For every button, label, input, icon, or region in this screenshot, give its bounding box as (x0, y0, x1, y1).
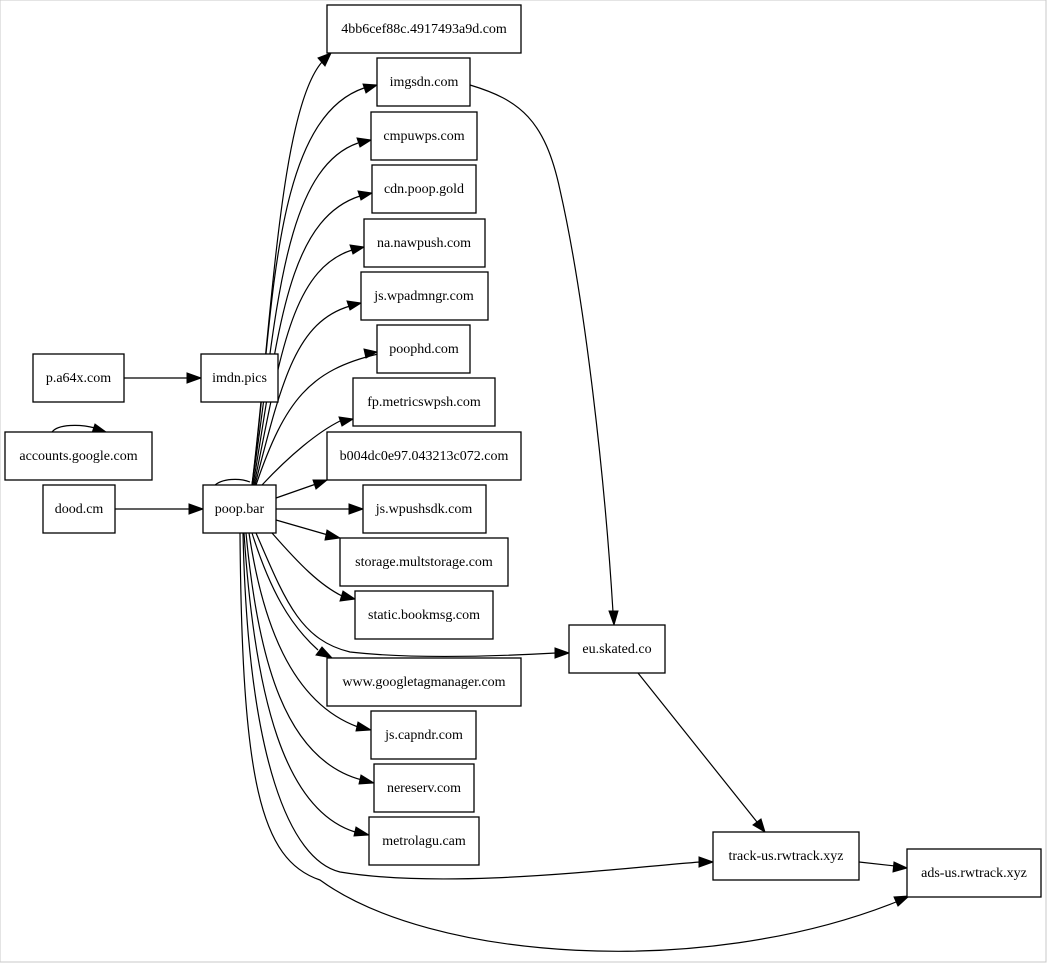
node-b004[interactable]: b004dc0e97.043213c072.com (326, 431, 522, 481)
node-label: static.bookmsg.com (368, 608, 480, 623)
arrowhead-googletagmanager (315, 646, 334, 659)
edge-poopbar-self (213, 478, 251, 487)
arrowhead-jscapndr (355, 721, 373, 732)
arrowhead-b004 (312, 479, 329, 490)
arrowhead-nereserv (358, 774, 376, 785)
node-label: www.googletagmanager.com (342, 675, 505, 690)
edge-poopbar-cmpuwps (251, 142, 359, 486)
node-cmpuwps[interactable]: cmpuwps.com (370, 111, 478, 161)
arrowhead-cmpuwps (356, 137, 373, 148)
node-staticbookmsg[interactable]: static.bookmsg.com (354, 590, 494, 640)
node-label: nereserv.com (387, 781, 461, 796)
edge-accountsgoogle-self (51, 424, 96, 433)
node-nanawpush[interactable]: na.nawpush.com (363, 218, 486, 268)
node-label: imgsdn.com (390, 75, 459, 90)
node-label: dood.cm (55, 502, 104, 517)
node-label: fp.metricswpsh.com (367, 395, 481, 410)
edge-poopbar-storagemultstorage (275, 519, 329, 536)
arrowhead-trackus (698, 856, 715, 868)
node-label: cmpuwps.com (383, 129, 464, 144)
node-fpmetricswpsh[interactable]: fp.metricswpsh.com (352, 377, 496, 427)
node-label: storage.multstorage.com (355, 555, 493, 570)
node-pa64x[interactable]: p.a64x.com (32, 353, 125, 403)
node-euskated[interactable]: eu.skated.co (568, 624, 666, 674)
node-poophd[interactable]: poophd.com (376, 324, 471, 374)
node-storagemultstorage[interactable]: storage.multstorage.com (339, 537, 509, 587)
node-label: js.wpadmngr.com (373, 289, 474, 304)
edge-trackus-adsus (858, 861, 896, 867)
edge-poopbar-staticbookmsg (271, 532, 343, 597)
node-label: na.nawpush.com (377, 236, 471, 251)
arrowhead-adsus (893, 895, 911, 907)
node-4bb6[interactable]: 4bb6cef88c.4917493a9d.com (326, 4, 522, 54)
arrowhead-4bb6 (317, 52, 332, 67)
edge-poopbar-fpmetricswpsh (261, 420, 341, 486)
edge-poopbar-nereserv (245, 532, 363, 781)
node-jscapndr[interactable]: js.capndr.com (370, 710, 477, 760)
node-label: 4bb6cef88c.4917493a9d.com (341, 22, 507, 37)
node-poopbar[interactable]: poop.bar (202, 484, 277, 534)
edge-poopbar-poophd (255, 353, 379, 486)
node-label: imdn.pics (212, 371, 267, 386)
arrowhead-euskated (554, 647, 571, 659)
edges (51, 61, 897, 952)
arrowhead-imdnpics (186, 372, 203, 384)
nodes: 4bb6cef88c.4917493a9d.com imgsdn.com cmp… (4, 4, 1042, 898)
arrowhead-poopbar-from-dood (188, 503, 205, 515)
node-label: js.capndr.com (384, 728, 463, 743)
node-doodcm[interactable]: dood.cm (42, 484, 116, 534)
node-label: metrolagu.cam (382, 834, 466, 849)
edge-poopbar-imgsdn (251, 87, 365, 486)
node-jswpushsdk[interactable]: js.wpushsdk.com (362, 484, 487, 534)
node-googletagmanager[interactable]: www.googletagmanager.com (326, 657, 522, 707)
arrowhead-adsus-from-trackus (892, 861, 909, 873)
edge-poopbar-trackus (242, 532, 701, 880)
arrowhead-poophd (363, 348, 379, 359)
node-accountsgoogle[interactable]: accounts.google.com (4, 431, 153, 481)
node-label: accounts.google.com (19, 449, 137, 464)
node-label: p.a64x.com (46, 371, 111, 386)
arrowhead-trackus-from-euskated (752, 818, 766, 834)
arrowhead-metrolagu (353, 826, 371, 837)
node-label: ads-us.rwtrack.xyz (921, 866, 1027, 881)
arrowhead-staticbookmsg (339, 590, 357, 602)
node-imdnpics[interactable]: imdn.pics (200, 353, 279, 403)
node-trackus[interactable]: track-us.rwtrack.xyz (712, 831, 860, 881)
arrowhead-cdnpoopgold (357, 190, 374, 201)
arrowhead-euskated-from-imgsdn (608, 610, 619, 627)
arrowhead-fpmetricswpsh (338, 416, 355, 427)
arrowhead-jswpushsdk (348, 503, 365, 515)
node-label: js.wpushsdk.com (375, 502, 473, 517)
edge-euskated-trackus (637, 672, 758, 823)
node-metrolagu[interactable]: metrolagu.cam (368, 816, 480, 866)
edge-poopbar-googletagmanager (251, 532, 319, 651)
node-label: poop.bar (215, 502, 265, 517)
edge-poopbar-metrolagu (243, 532, 356, 833)
edge-poopbar-euskated (255, 532, 557, 657)
node-label: poophd.com (389, 342, 459, 357)
arrowheads (91, 52, 911, 907)
edge-imgsdn-euskated (469, 84, 614, 613)
arrowhead-storagemultstorage (324, 529, 342, 541)
arrowhead-imgsdn (362, 83, 379, 94)
node-label: track-us.rwtrack.xyz (728, 849, 843, 864)
node-label: b004dc0e97.043213c072.com (340, 449, 509, 464)
node-jswpadmngr[interactable]: js.wpadmngr.com (360, 271, 489, 321)
node-adsus[interactable]: ads-us.rwtrack.xyz (906, 848, 1042, 898)
edge-poopbar-nanawpush (253, 249, 353, 486)
node-imgsdn[interactable]: imgsdn.com (376, 57, 471, 107)
node-nereserv[interactable]: nereserv.com (373, 763, 475, 813)
node-label: eu.skated.co (582, 642, 651, 657)
edge-poopbar-adsus (239, 532, 897, 952)
node-label: cdn.poop.gold (384, 182, 464, 197)
edge-poopbar-b004 (275, 483, 317, 499)
edge-poopbar-jscapndr (248, 532, 359, 728)
arrowhead-nanawpush (349, 244, 366, 255)
edge-poopbar-jswpadmngr (254, 305, 351, 486)
node-cdnpoopgold[interactable]: cdn.poop.gold (371, 164, 477, 214)
arrowhead-jswpadmngr (346, 300, 363, 311)
edge-poopbar-cdnpoopgold (252, 195, 361, 486)
